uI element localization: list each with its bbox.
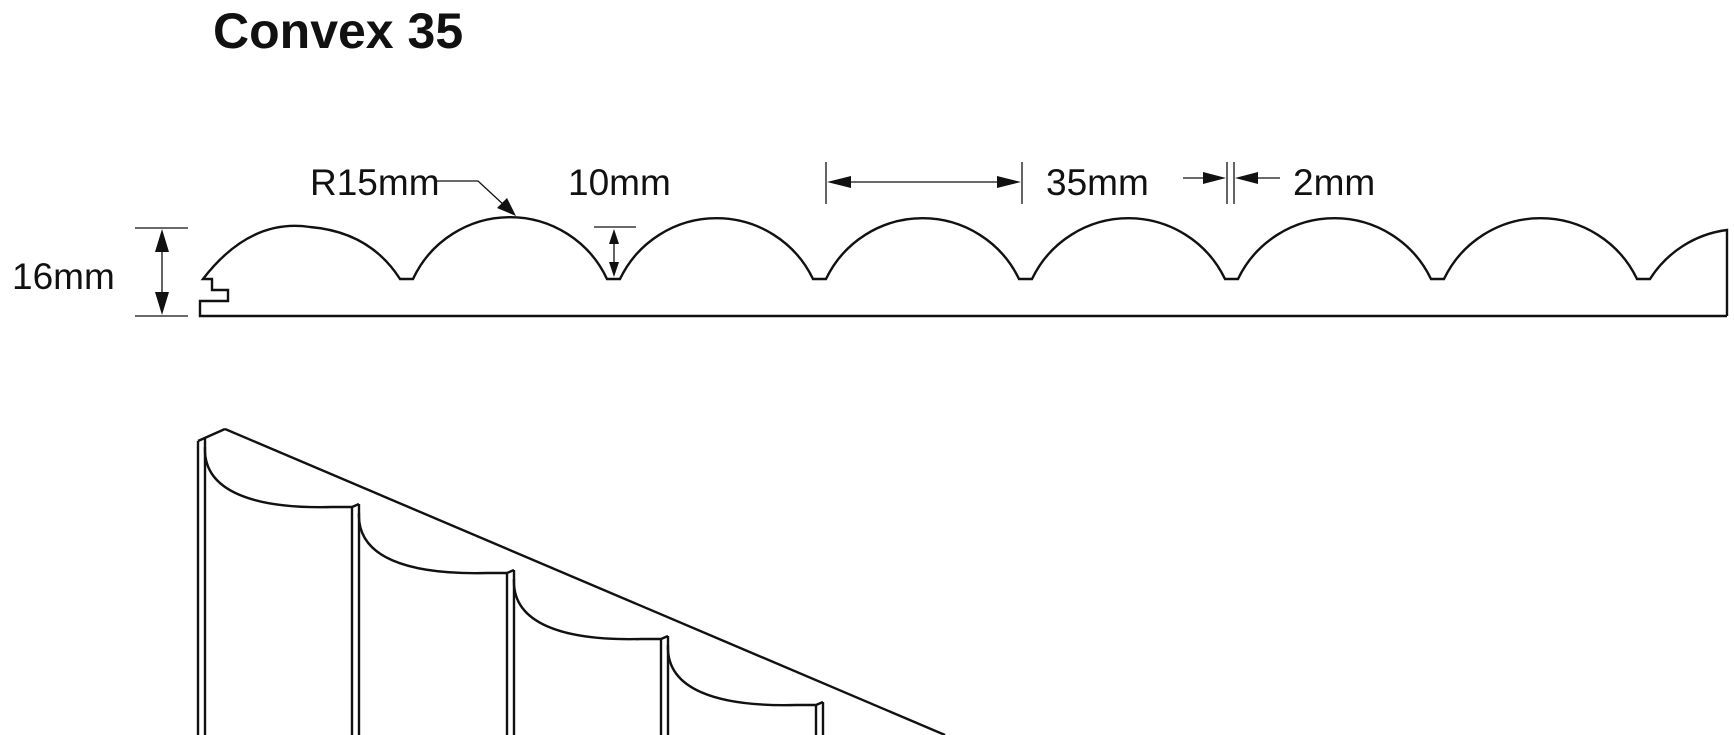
arrow-up-icon [155,229,169,252]
radius-label: R15mm [310,162,440,203]
arrow-left-icon [1235,172,1258,184]
arrow-up-icon [609,229,619,244]
radius-leader [437,180,506,207]
profile-section [198,216,1729,318]
height-dimension: 10mm [568,162,671,277]
iso-scallop-curve [512,578,669,641]
iso-corner-cap [197,427,226,443]
profile-outline [198,216,1729,318]
isometric-view [196,427,946,735]
iso-scallop-curve [666,644,824,707]
iso-top-edge [224,427,946,735]
thickness-dimension: 16mm [12,227,188,317]
arrow-right-icon [1203,172,1226,184]
page-title: Convex 35 [213,3,463,59]
radius-callout: R15mm [310,162,516,216]
thickness-label: 16mm [12,256,115,297]
height-label: 10mm [568,162,671,203]
pitch-dimension: 35mm [825,162,1149,204]
iso-scallop-curve [203,446,360,509]
arrow-right-icon [997,176,1021,188]
arrow-down-icon [155,292,169,315]
gap-label: 2mm [1293,162,1375,203]
arrow-down-icon [609,262,619,277]
iso-scallop-curve [357,512,515,575]
radius-arrow-icon [497,198,516,216]
pitch-label: 35mm [1046,162,1149,203]
gap-dimension: 2mm [1183,162,1375,204]
arrow-left-icon [827,176,851,188]
